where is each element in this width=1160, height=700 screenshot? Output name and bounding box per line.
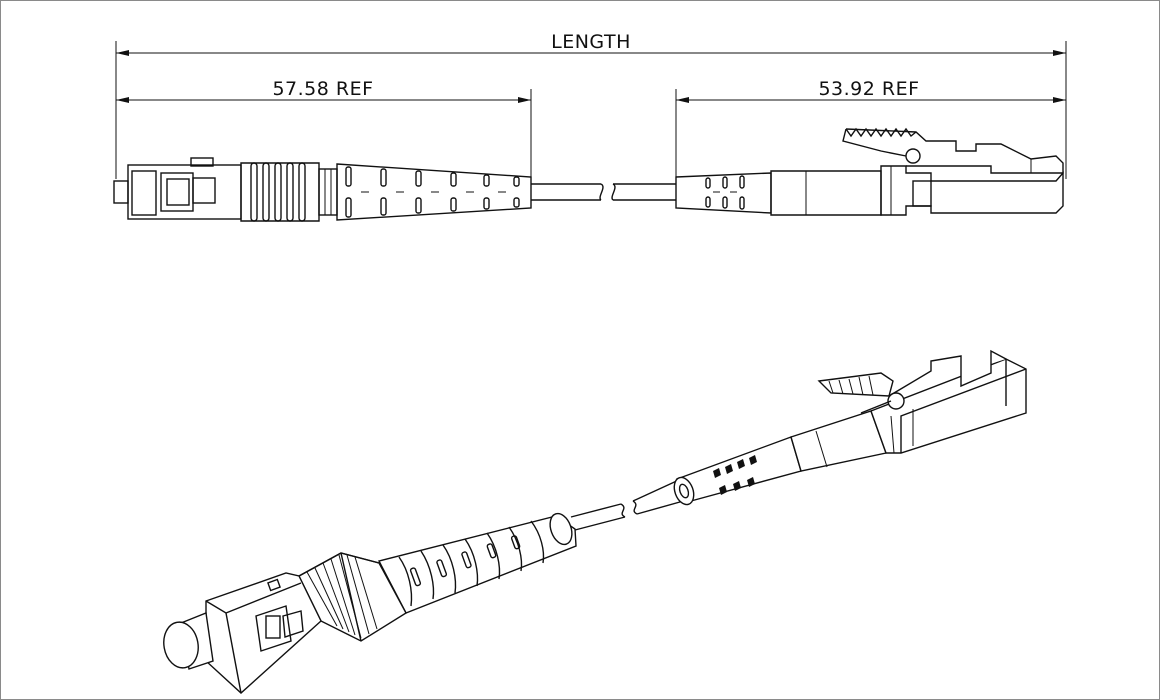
- iso-latch-grip: [817, 372, 894, 397]
- cable-side-view: [531, 183, 676, 201]
- isometric-assembly: [163, 349, 1027, 694]
- right-connector-isometric: [673, 349, 1027, 506]
- iso-right-boot-slots: [713, 455, 757, 495]
- left-ref-label: 57.58 REF: [272, 78, 373, 100]
- iso-left-boot-slots: [409, 535, 521, 587]
- right-body: [770, 170, 882, 216]
- iso-right-body: [790, 410, 887, 472]
- length-label: LENGTH: [551, 31, 631, 53]
- dimension-lines: LENGTH 57.58 REF 53.92 REF: [115, 31, 1067, 179]
- iso-inner-housing: [205, 572, 322, 694]
- latch-lever: [845, 128, 1064, 174]
- cable-break-left: [599, 183, 604, 201]
- strain-relief-boot: [336, 163, 532, 221]
- cable-isometric: [570, 478, 688, 531]
- right-housing: [880, 165, 1064, 216]
- right-boot-slots: [705, 175, 745, 210]
- e2000-connector-side-view: [675, 127, 1064, 216]
- right-ref-label: 53.92 REF: [818, 78, 919, 100]
- outer-grip-housing: [240, 162, 320, 222]
- iso-pivot-pin: [887, 392, 905, 410]
- iso-latch-arm: [888, 349, 1007, 397]
- grip-ribs: [250, 162, 306, 222]
- iso-left-boot-ribs: [398, 520, 545, 607]
- iso-latch-teeth: [828, 375, 874, 396]
- ferrule-tip: [113, 180, 129, 204]
- latch-grip-teeth: [845, 127, 917, 138]
- iso-ferrule: [163, 612, 214, 670]
- left-connector-isometric: [163, 512, 577, 694]
- sc-connector-side-view: [113, 157, 532, 222]
- latch-tab: [190, 157, 214, 167]
- boot-slots: [345, 166, 520, 218]
- pivot-pin: [905, 148, 921, 164]
- cable-break-right: [611, 183, 616, 201]
- iso-left-boot: [377, 515, 577, 614]
